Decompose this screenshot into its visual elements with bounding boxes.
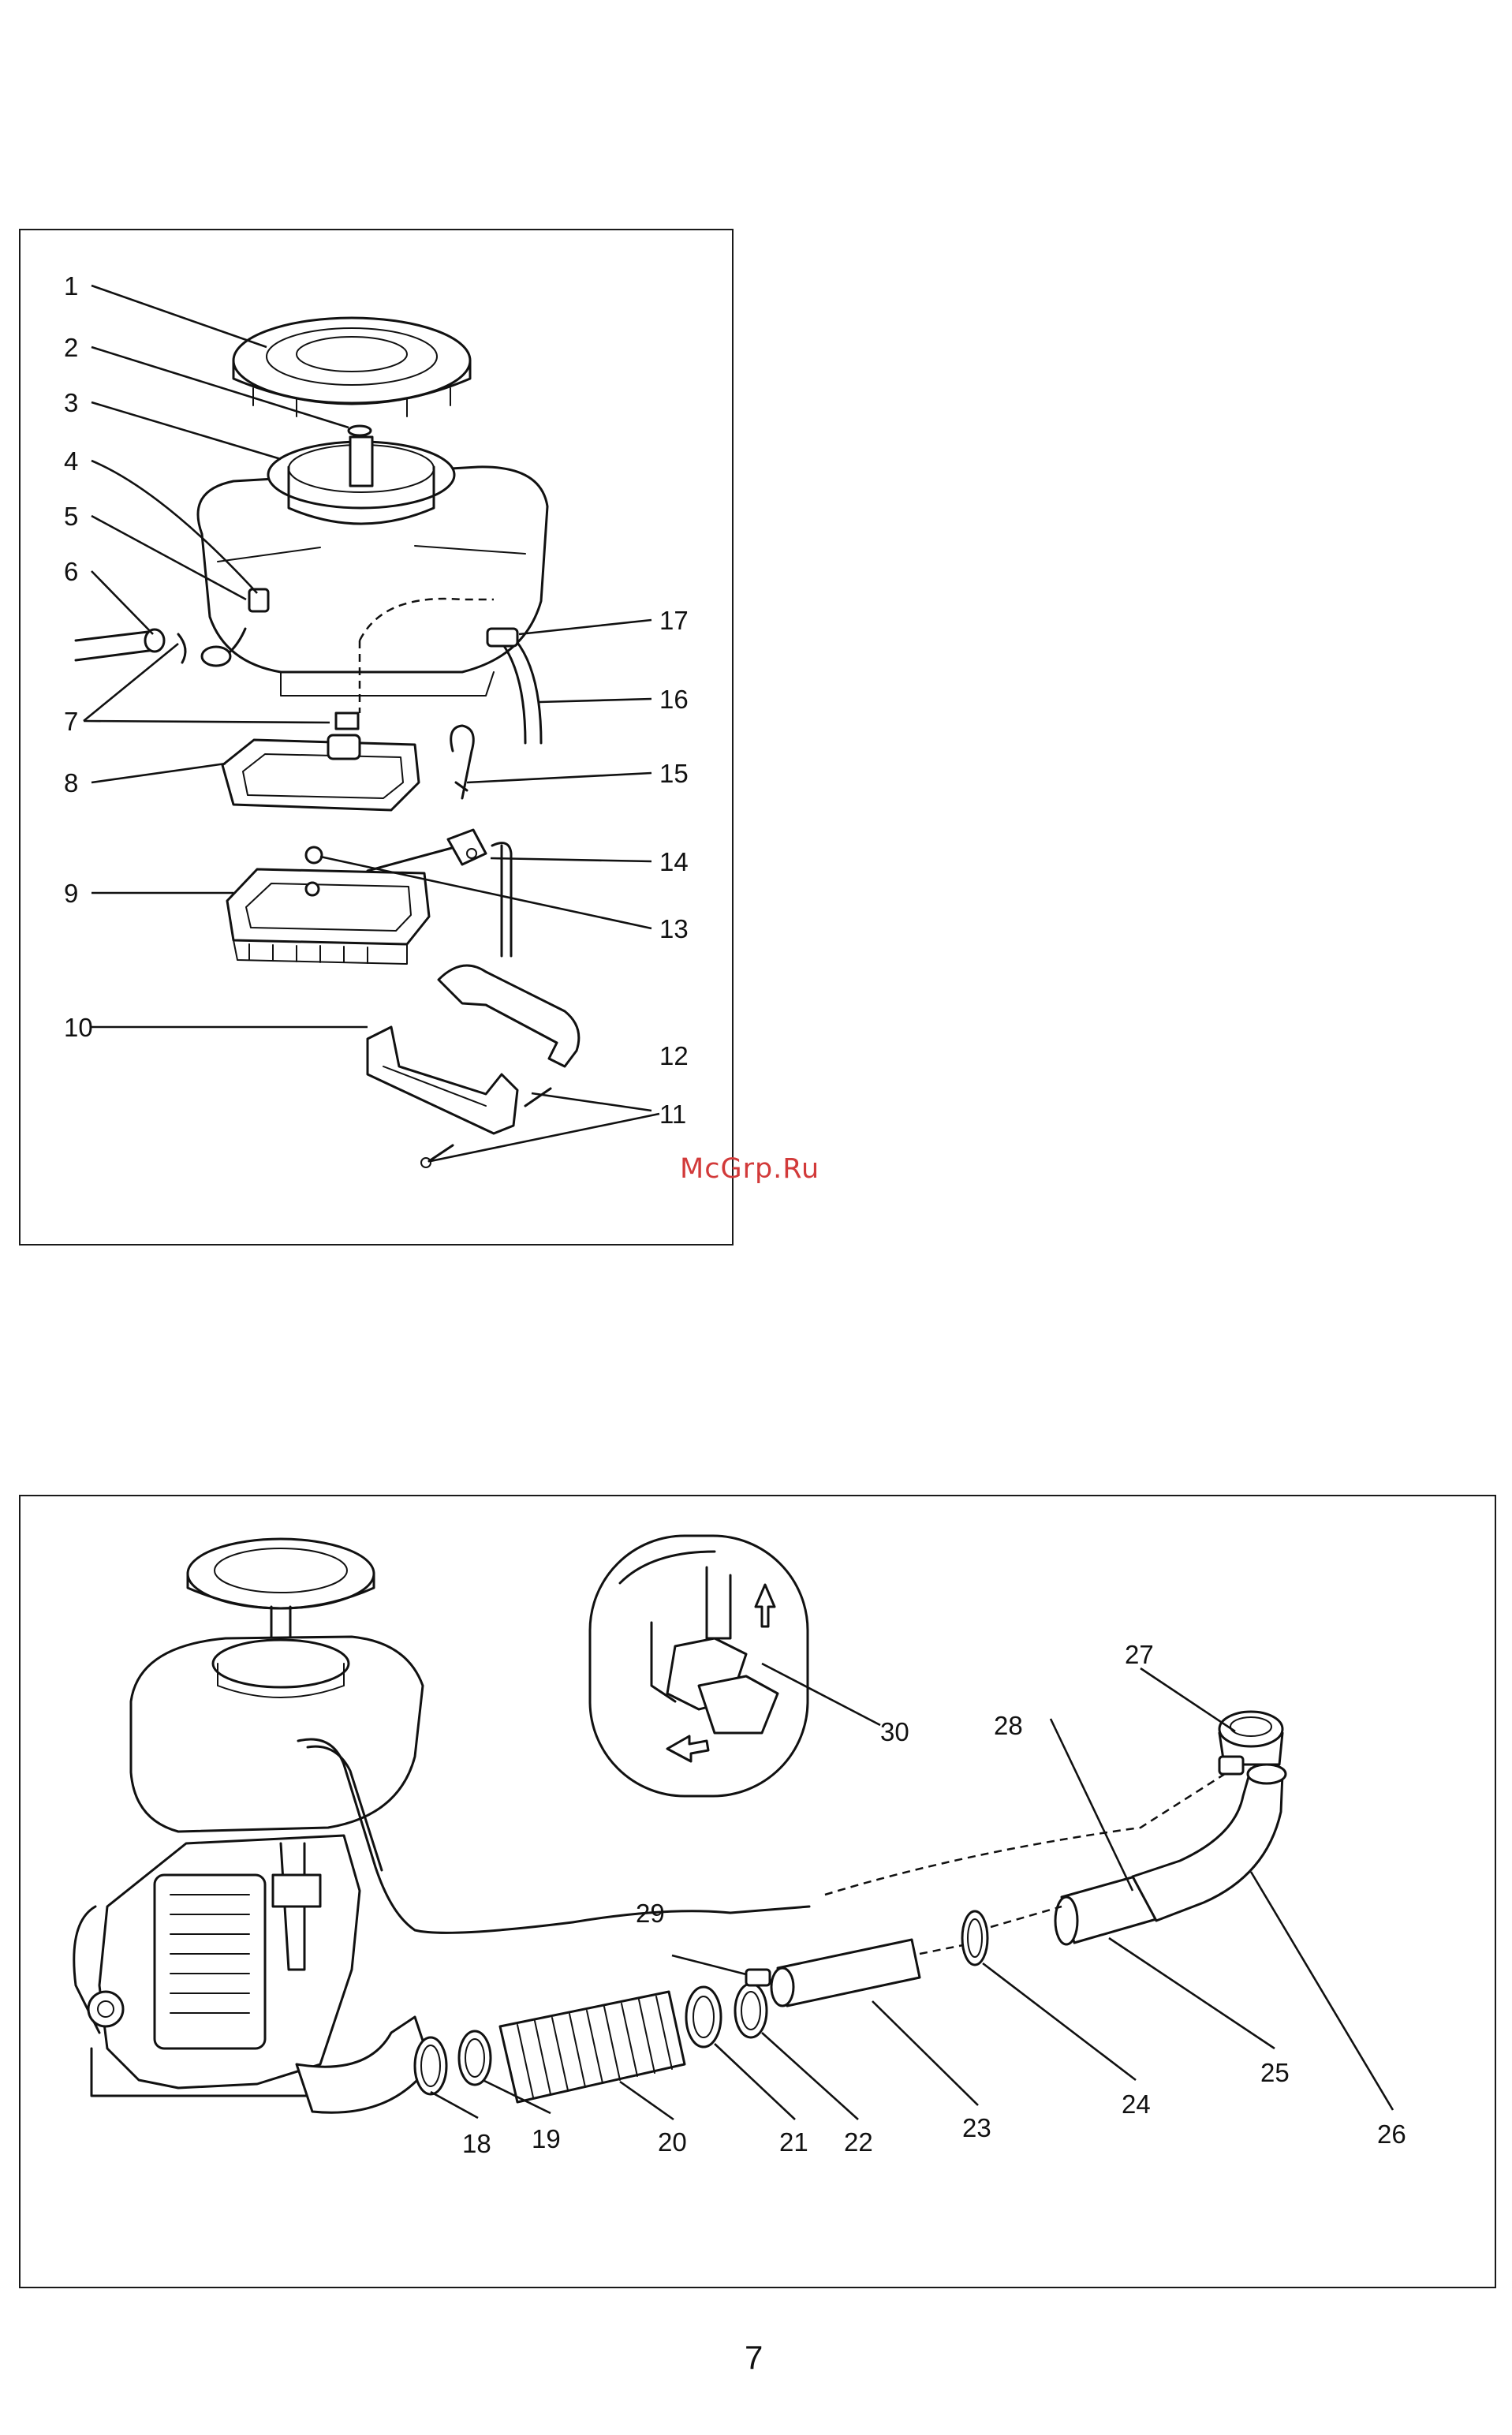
frame-part: [227, 869, 429, 964]
callout-3: 3: [64, 388, 78, 417]
blower-assembly-diagram: 18 19 20 21 22 23 24 25 26 27 28 29 30: [21, 1496, 1495, 2287]
callout-5: 5: [64, 502, 78, 531]
callout-9: 9: [64, 879, 78, 908]
lid-gasket-part: [349, 426, 371, 435]
callout-2: 2: [64, 333, 78, 362]
callout-7: 7: [64, 707, 78, 736]
callout-19: 19: [532, 2124, 561, 2153]
callout-17: 17: [659, 606, 689, 635]
callout-25: 25: [1260, 2058, 1290, 2087]
callout-15: 15: [659, 759, 689, 788]
callout-23: 23: [962, 2113, 991, 2142]
pipe-25: [991, 1875, 1156, 1944]
callout-6: 6: [64, 557, 78, 586]
feed-hose: [573, 1907, 809, 1922]
connector-part: [336, 713, 358, 729]
callout-14: 14: [659, 847, 689, 876]
callout-10: 10: [64, 1013, 93, 1042]
tank-exploded-diagram: 1 2 3 4 5 6 7 8 9 10 11 12 13 14 15 16 1…: [21, 230, 732, 1244]
corrugated-hose: [500, 1992, 685, 2102]
callout-21: 21: [779, 2127, 808, 2157]
elbow-nozzle: [1133, 1712, 1286, 1921]
tank-body: [131, 1637, 423, 1832]
callout-26: 26: [1377, 2119, 1406, 2149]
callout-30: 30: [880, 1717, 909, 1746]
watermark-text: McGrp.Ru: [680, 1153, 819, 1185]
callout-4: 4: [64, 446, 78, 476]
callout-16: 16: [659, 685, 689, 714]
tank-exploded-diagram-panel: 1 2 3 4 5 6 7 8 9 10 11 12 13 14 15 16 1…: [19, 229, 734, 1246]
callout-22: 22: [844, 2127, 873, 2157]
callout-12: 12: [659, 1041, 689, 1070]
callout-28: 28: [994, 1711, 1023, 1740]
clamps-18-19: [415, 2031, 491, 2094]
callout-24: 24: [1122, 2090, 1151, 2119]
blower-assembly-diagram-panel: 18 19 20 21 22 23 24 25 26 27 28 29 30: [19, 1495, 1496, 2288]
clamps-21-22: [686, 1970, 770, 2047]
tank-body-part: [198, 437, 547, 713]
callout-29: 29: [636, 1899, 665, 1928]
lever-inset-detail: [590, 1536, 808, 1796]
ring-24: [962, 1911, 987, 1965]
page-number: 7: [745, 2339, 763, 2377]
plate-part: [222, 735, 419, 810]
clip-part: [451, 726, 474, 798]
callout-13: 13: [659, 914, 689, 943]
callout-20: 20: [658, 2127, 687, 2157]
pipe-23: [771, 1940, 967, 2006]
callout-1: 1: [64, 271, 78, 301]
callout-18: 18: [462, 2129, 491, 2158]
callout-8: 8: [64, 768, 78, 797]
callout-11: 11: [659, 1100, 686, 1129]
callout-27: 27: [1125, 1640, 1154, 1669]
